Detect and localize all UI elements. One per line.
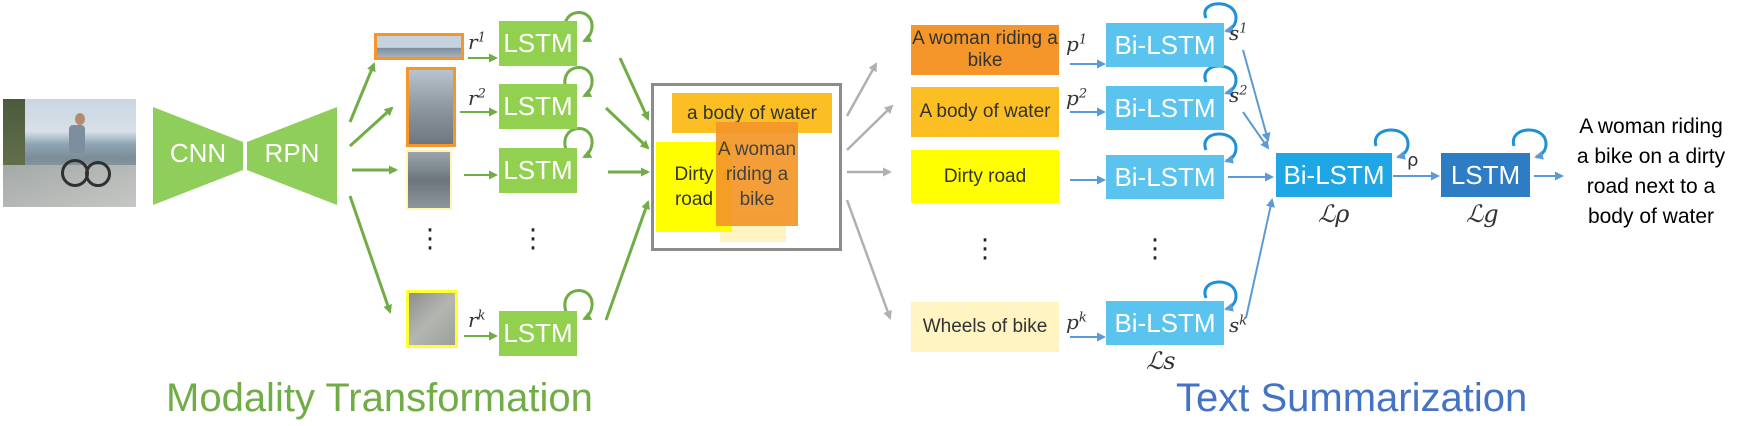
lstm-box-1: LSTM [499, 21, 577, 66]
cnn-trapezoid [153, 107, 243, 205]
state-var-1: s1 [1229, 21, 1248, 45]
region-thumb-1 [374, 33, 464, 60]
output-summary: A woman riding a bike on a dirty road ne… [1576, 115, 1726, 228]
region-var-1: r1 [468, 30, 486, 54]
bilstm-box-2: Bi-LSTM [1106, 86, 1224, 130]
aggregator-bilstm: Bi-LSTM [1276, 153, 1392, 197]
state-var-2: s2 [1229, 83, 1248, 107]
region-thumb-3 [406, 150, 452, 210]
lstm-box-2: LSTM [499, 84, 577, 129]
caption-3: Dirty road [911, 150, 1059, 203]
decoder-lstm: LSTM [1441, 153, 1530, 197]
caption-1: A woman riding a bike [911, 25, 1059, 75]
region-thumb-2 [406, 67, 456, 147]
ellipsis: ··· [528, 216, 538, 264]
region-woman: A woman riding a bike [716, 122, 798, 226]
bilstm-box-k: Bi-LSTM [1106, 301, 1224, 345]
section-title-summarization: Text Summarization [1176, 376, 1528, 420]
lstm-box-3: LSTM [499, 148, 577, 193]
region-thumb-k [406, 290, 458, 348]
region-water: a body of water [672, 93, 832, 133]
loss-s-label: ℒs [1146, 347, 1176, 375]
caption-var-2: p2 [1066, 86, 1088, 110]
rpn-label: RPN [264, 138, 320, 168]
caption-k: Wheels of bike [911, 302, 1059, 352]
loss-g-label: ℒg [1466, 200, 1499, 228]
region-var-k: rk [468, 308, 486, 332]
state-var-k: sk [1229, 313, 1248, 337]
input-photo [3, 99, 136, 207]
bilstm-box-3: Bi-LSTM [1106, 155, 1224, 199]
dense-caption-box [651, 83, 842, 251]
rpn-trapezoid [247, 107, 337, 205]
region-var-2: r2 [468, 86, 486, 110]
caption-2: A body of water [911, 87, 1059, 137]
lstm-box-k: LSTM [499, 311, 577, 356]
ellipsis: ··· [1150, 226, 1160, 274]
section-title-modality: Modality Transformation [166, 376, 593, 420]
cnn-label: CNN [169, 138, 227, 168]
ellipsis: ··· [425, 216, 435, 264]
ellipsis: ··· [980, 226, 990, 274]
rho-label: ρ [1407, 150, 1419, 171]
caption-var-k: pk [1066, 310, 1087, 334]
caption-var-1: p1 [1066, 32, 1088, 56]
loss-rho-label: ℒρ [1318, 200, 1350, 228]
bilstm-box-1: Bi-LSTM [1106, 23, 1224, 67]
